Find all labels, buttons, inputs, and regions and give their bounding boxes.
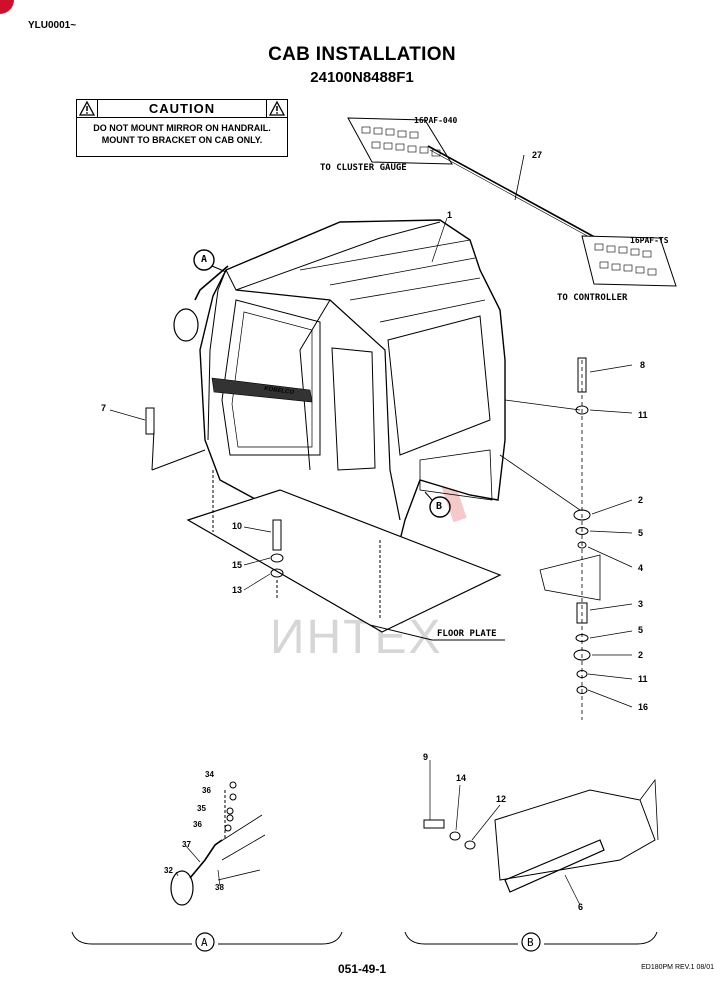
cab-assembly [173,219,506,561]
callout-1: 1 [447,210,453,220]
callout-5: 5 [638,528,644,538]
callout-16: 16 [638,702,649,712]
detail-marker-b-label: B [436,501,443,512]
leader-lines [109,217,633,906]
bolt-hardware-left [145,407,284,600]
callout-36: 36 [202,786,211,795]
detail-a-caption-circle [195,932,215,952]
connector-label-bottom: 16PAF-TS [630,236,669,245]
callout-5b: 5 [638,625,644,635]
page-number: 051-49-1 [337,962,387,976]
warning-triangle-icon [77,100,98,117]
mount-hardware-stack [499,357,601,720]
callout-9: 9 [423,752,429,762]
wire-harness [347,117,677,287]
callout-2: 2 [638,495,644,505]
floor-plate [186,470,505,641]
callout-11: 11 [638,410,648,420]
label-to-controller: TO CONTROLLER [557,293,628,303]
detail-marker-a-label: A [201,254,208,265]
callout-36b: 36 [193,820,202,829]
caution-line-2: MOUNT TO BRACKET ON CAB ONLY. [101,135,263,145]
callout-2b: 2 [638,650,644,660]
connector-label-top: 16PAF-040 [414,116,458,125]
callout-10: 10 [232,521,243,531]
section-dividers [71,931,658,945]
callout-35: 35 [197,804,206,813]
callout-4: 4 [638,563,644,573]
detail-a-drawing [170,781,266,906]
revision-note: ED180PM REV.1 08/01 [641,964,714,971]
warning-triangle-icon [266,100,287,117]
callout-6: 6 [578,902,584,912]
callout-32: 32 [164,866,173,875]
label-floor-plate: FLOOR PLATE [437,629,497,639]
callout-11b: 11 [638,674,648,684]
callout-7: 7 [101,403,107,413]
caution-heading: CAUTION [148,101,216,116]
detail-b-caption: B [527,936,534,949]
detail-b-caption-circle [521,932,541,952]
detail-a-caption: A [201,936,208,949]
caution-box: CAUTION DO NOT MOUNT MIRROR ON HANDRAIL.… [76,99,288,157]
callout-14: 14 [456,773,467,783]
callout-8: 8 [640,360,646,370]
caution-line-1: DO NOT MOUNT MIRROR ON HANDRAIL. [93,123,271,133]
detail-marker-a [193,249,227,273]
callout-13: 13 [232,585,243,595]
callout-27: 27 [532,150,543,160]
callout-34: 34 [205,770,214,779]
watermark-text: ИНТЕХ [270,611,443,664]
label-to-cluster-gauge: TO CLUSTER GAUGE [320,163,407,173]
detail-marker-b [424,491,451,518]
detail-b-drawing [423,778,659,893]
callout-38: 38 [215,883,224,892]
page-title: CAB INSTALLATION [268,44,456,65]
callout-3: 3 [638,599,644,609]
callout-15: 15 [232,560,243,570]
callout-12: 12 [496,794,507,804]
serial-range: YLU0001~ [28,20,77,31]
part-number: 24100N8488F1 [310,69,414,86]
callout-37: 37 [182,840,191,849]
